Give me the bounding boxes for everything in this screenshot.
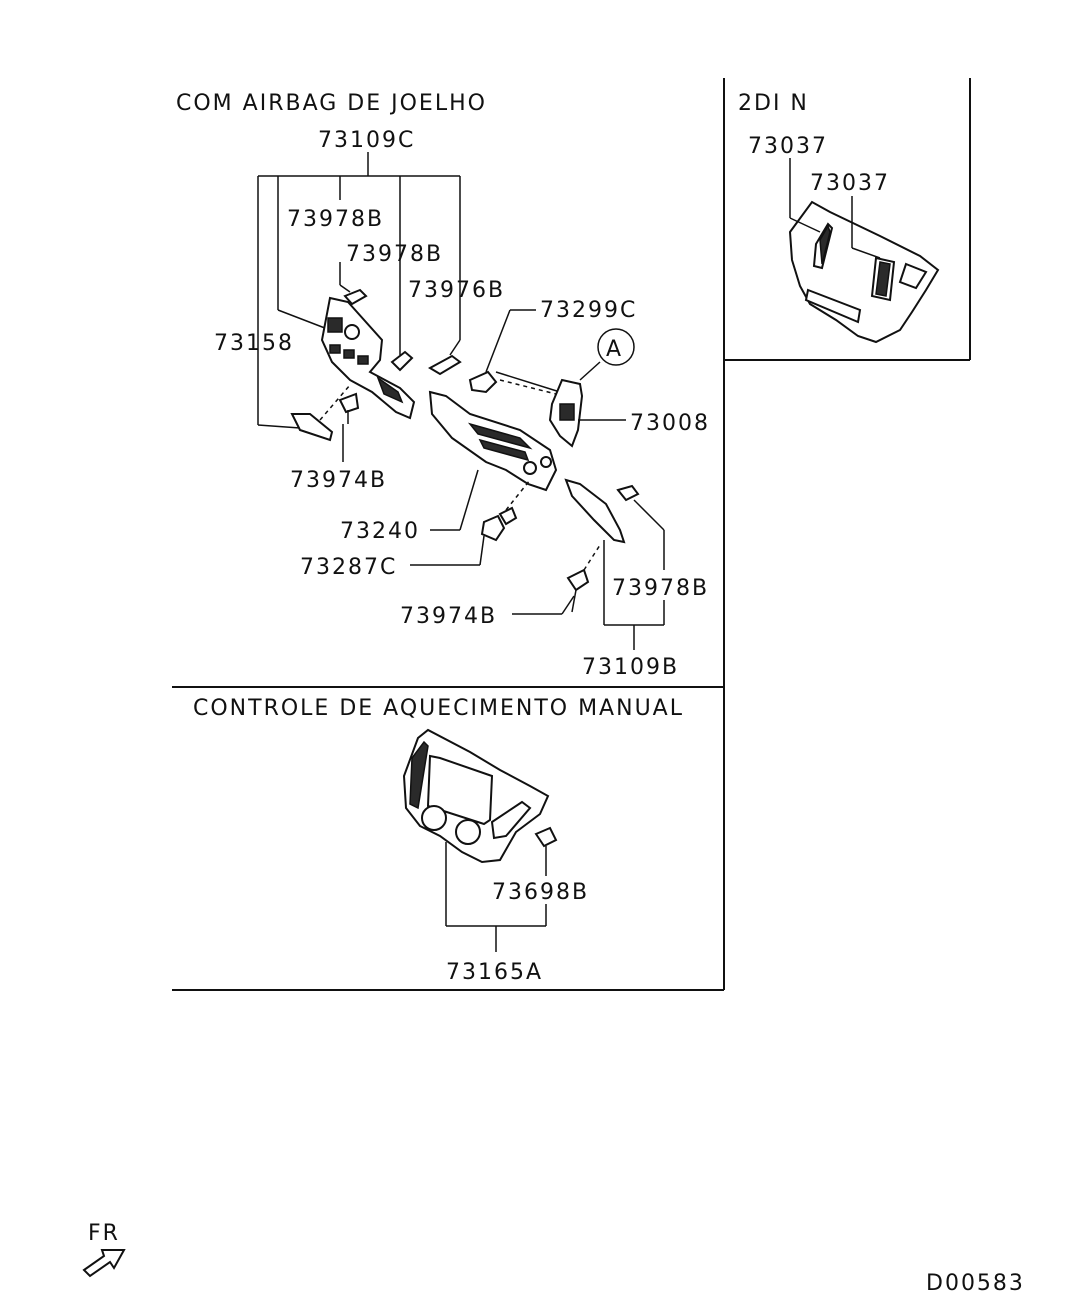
screw-73974B-a — [338, 392, 360, 462]
din-bezel — [788, 200, 940, 344]
label-73037-b: 73037 — [810, 171, 890, 196]
clip-73299C — [468, 309, 561, 394]
section-title-manual-heat: CONTROLE DE AQUECIMENTO MANUAL — [193, 696, 684, 721]
label-73976B: 73976B — [408, 278, 505, 303]
callout-letter: A — [606, 337, 623, 362]
label-73109C: 73109C — [318, 128, 415, 153]
frame-lines — [172, 78, 971, 991]
label-73698B: 73698B — [492, 880, 589, 905]
manual-heat-bezel — [402, 728, 558, 864]
din-leaders — [789, 158, 881, 259]
pillar-piece-73109B — [564, 478, 665, 650]
label-73008: 73008 — [630, 411, 710, 436]
center-panel-73240 — [428, 390, 558, 492]
label-73299C: 73299C — [540, 298, 637, 323]
lower-cover — [290, 413, 334, 442]
label-73978B-a: 73978B — [287, 207, 384, 232]
label-73974B-b: 73974B — [400, 604, 497, 629]
label-73037-a: 73037 — [748, 134, 828, 159]
label-73165A: 73165A — [446, 960, 543, 985]
manual-heat-leaders — [445, 842, 547, 952]
label-73978B-b: 73978B — [346, 242, 443, 267]
label-73287C: 73287C — [300, 555, 397, 580]
label-73978B-c: 73978B — [612, 576, 709, 601]
label-73240: 73240 — [340, 519, 420, 544]
callout-circle — [597, 328, 635, 366]
bracket-73109C — [257, 152, 461, 425]
clip-73978B-b — [390, 350, 414, 372]
bracket-73008 — [548, 361, 626, 448]
screw-73974B-b — [512, 544, 601, 615]
clip-73978B-a — [343, 288, 368, 306]
clip-73976B — [427, 354, 462, 376]
fr-arrow-icon — [82, 1249, 126, 1278]
fr-label: FR — [88, 1221, 120, 1246]
section-title-knee-airbag: COM AIRBAG DE JOELHO — [176, 91, 487, 116]
label-73974B-a: 73974B — [290, 468, 387, 493]
label-73109B: 73109B — [582, 655, 679, 680]
fastener-73287C — [410, 479, 531, 566]
diagram-code: D00583 — [926, 1271, 1025, 1296]
label-73158: 73158 — [214, 331, 294, 356]
knee-bolster-panel — [320, 296, 416, 420]
section-title-2din: 2DI N — [738, 91, 809, 116]
